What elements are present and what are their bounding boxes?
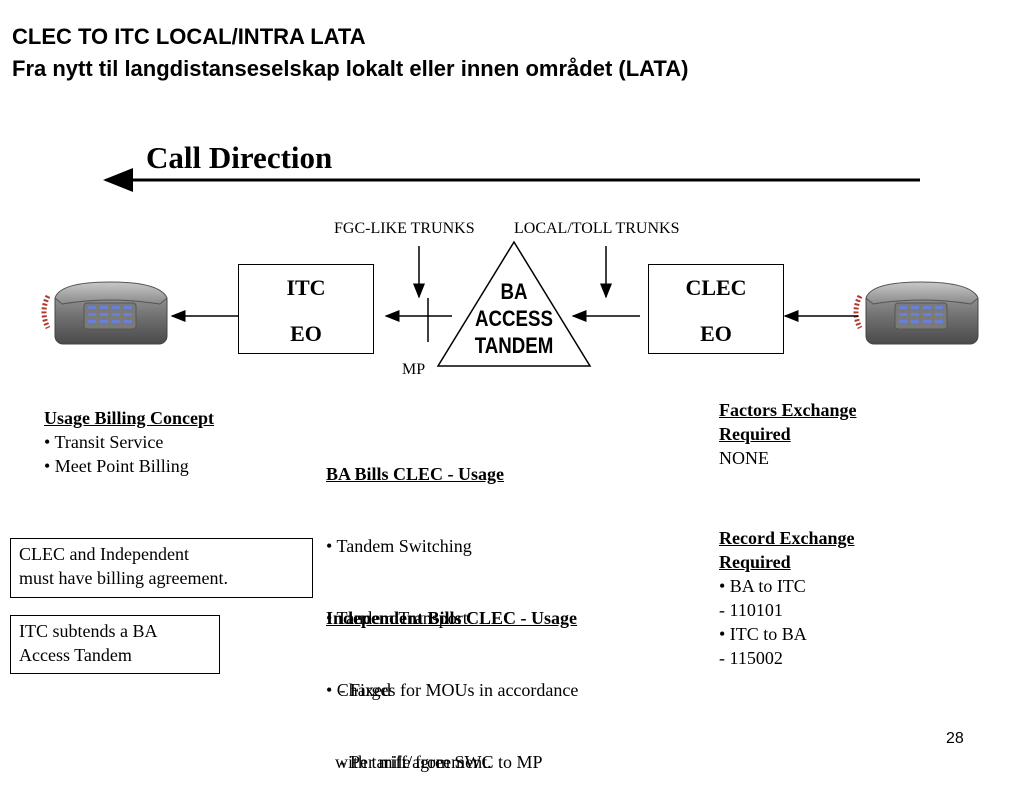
meet-point-label: MP — [402, 361, 426, 378]
ba-access-tandem-label: BA ACCESS TANDEM — [463, 278, 565, 359]
ba-bills-item: • Tandem Transport — [326, 608, 468, 628]
factors-exchange-value: NONE — [719, 448, 769, 468]
tandem-label-line3: TANDEM — [474, 333, 554, 358]
independent-bills-item: with tariff/agreement. — [326, 752, 492, 772]
call-direction-label: Call Direction — [146, 140, 333, 175]
usage-billing-item: • Transit Service — [44, 432, 164, 452]
ba-bills-item: - Per mile from SWC to MP — [326, 752, 543, 772]
ba-bills-clec: BA Bills CLEC - Usage • Tandem Switching… — [326, 414, 543, 798]
independent-bills-clec: Independent Bills CLEC - Usage • Charges… — [326, 558, 578, 798]
ba-bills-item: - Fixed — [326, 680, 392, 700]
record-exchange-item: • BA to ITC — [719, 576, 806, 596]
itc-eo-label: EO — [290, 321, 322, 346]
left-telephone-icon — [41, 281, 168, 345]
right-telephone-icon — [853, 281, 979, 345]
slide-subtitle: Fra nytt til langdistanseselskap lokalt … — [12, 56, 689, 81]
record-exchange-item: - 115002 — [719, 648, 783, 668]
record-exchange: Record Exchange Required • BA to ITC - 1… — [719, 526, 854, 670]
subtends-line1: ITC subtends a BA — [19, 621, 158, 641]
tandem-label-line1: BA — [500, 279, 528, 304]
ba-access-tandem-triangle — [436, 240, 592, 367]
itc-eo-box: ITC EO — [238, 264, 374, 354]
page-number: 28 — [946, 730, 964, 747]
usage-billing-item: • Meet Point Billing — [44, 456, 189, 476]
record-exchange-item: - 110101 — [719, 600, 783, 620]
record-exchange-item: • ITC to BA — [719, 624, 807, 644]
usage-billing-heading: Usage Billing Concept — [44, 408, 215, 428]
slide-title: CLEC TO ITC LOCAL/INTRA LATA — [12, 24, 366, 49]
independent-bills-heading: Independent Bills CLEC - Usage — [326, 608, 578, 628]
clec-eo-label: EO — [700, 321, 732, 346]
record-exchange-heading-2: Required — [719, 552, 791, 572]
itc-label: ITC — [286, 275, 326, 300]
ba-bills-item: • Tandem Switching — [326, 536, 472, 556]
factors-exchange: Factors Exchange Required NONE — [719, 398, 856, 470]
billing-agreement-note: CLEC and Independent must have billing a… — [10, 538, 313, 598]
subtends-line2: Access Tandem — [19, 645, 132, 665]
factors-exchange-heading-2: Required — [719, 424, 791, 444]
independent-bills-item: • Charges for MOUs in accordance — [326, 680, 579, 700]
ba-bills-heading: BA Bills CLEC - Usage — [326, 464, 505, 484]
call-flow-diagram — [41, 168, 979, 367]
clec-eo-box: CLEC EO — [648, 264, 784, 354]
fgc-trunks-label: FGC-LIKE TRUNKS — [334, 220, 475, 237]
tandem-label-line2: ACCESS — [475, 306, 553, 331]
usage-billing-concept: Usage Billing Concept • Transit Service … — [44, 406, 214, 478]
clec-label: CLEC — [685, 275, 747, 300]
local-toll-trunks-label: LOCAL/TOLL TRUNKS — [514, 220, 680, 237]
billing-agreement-line2: must have billing agreement. — [19, 568, 228, 588]
factors-exchange-heading-1: Factors Exchange — [719, 400, 857, 420]
billing-agreement-line1: CLEC and Independent — [19, 544, 189, 564]
record-exchange-heading-1: Record Exchange — [719, 528, 855, 548]
subtends-note: ITC subtends a BA Access Tandem — [10, 615, 220, 674]
